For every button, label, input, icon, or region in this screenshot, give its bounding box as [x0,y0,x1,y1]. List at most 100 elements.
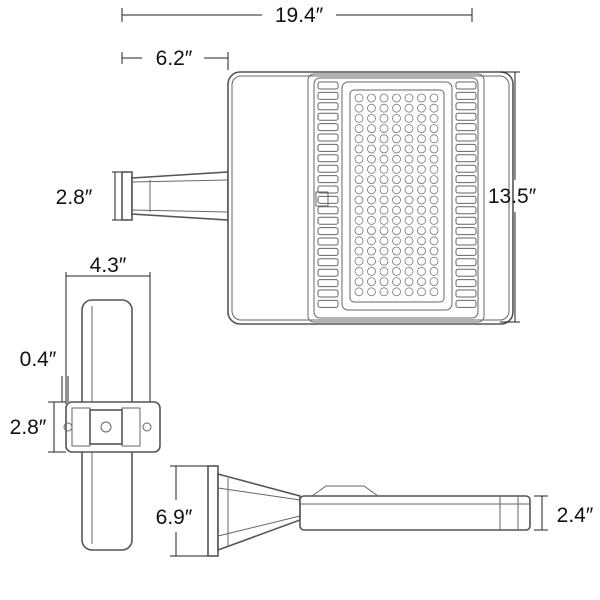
led-emitter [354,134,364,144]
profile-view: 6.9″ 2.4″ [156,465,594,557]
led-emitter [354,226,364,236]
heat-sink-fin [317,227,339,236]
led-emitter [354,144,364,154]
mount-height-side-dimension: 2.8″ [10,401,66,453]
led-emitter [429,226,439,236]
led-emitter [417,154,426,164]
gap-dimension: 0.4″ [20,348,69,402]
led-emitter [367,287,376,297]
led-emitter [404,124,414,134]
led-emitter [417,287,426,297]
led-emitter [429,134,439,144]
led-emitter [367,134,376,144]
heat-sink-fin [317,289,339,298]
led-emitter [379,236,389,246]
led-emitter [404,266,414,276]
led-emitter [367,175,376,185]
heat-sink-fin [455,206,477,215]
led-emitter [404,93,414,103]
side-view-bracket [63,401,161,453]
led-emitter [404,114,414,123]
led-emitter [404,134,414,144]
led-emitter [354,164,364,174]
heat-sink-fin [455,247,477,256]
led-emitter [354,124,364,134]
arm-length-label: 6.2″ [156,47,193,70]
led-emitter [392,266,401,276]
profile-height-label: 6.9″ [156,506,193,529]
led-emitter [367,195,376,205]
led-emitter [429,236,439,246]
led-emitter [417,205,426,215]
led-emitter [354,185,364,195]
led-emitter [379,154,389,164]
led-emitter [404,215,414,225]
led-emitter [404,103,414,113]
led-array [354,93,439,297]
heat-sink-fin [455,91,477,100]
led-emitter [404,144,414,154]
led-emitter [429,287,439,297]
led-emitter [379,205,389,215]
led-emitter [367,266,376,276]
led-emitter [429,205,439,215]
heat-sink-fin [317,91,339,100]
led-emitter [417,236,426,246]
led-emitter [392,185,401,195]
profile-height-dimension: 6.9″ [156,465,208,557]
heat-sink-fin [455,175,477,184]
led-emitter [417,226,426,236]
led-emitter [417,164,426,174]
led-emitter [379,246,389,256]
top-view-housing [227,71,514,325]
led-emitter [404,185,414,195]
led-emitter [404,226,414,236]
heat-sink-fin [455,185,477,194]
led-emitter [404,256,414,266]
led-emitter [367,124,376,134]
led-emitter [392,164,401,174]
heat-sink-fin [455,227,477,236]
heat-sink-fin [455,237,477,246]
led-emitter [354,266,364,276]
led-emitter [392,103,401,113]
led-emitter [392,256,401,266]
top-view-arm [121,171,229,221]
led-emitter [417,266,426,276]
led-emitter [429,124,439,134]
led-emitter [354,205,364,215]
led-emitter [379,287,389,297]
led-emitter [392,205,401,215]
heat-sink-fin [317,247,339,256]
led-emitter [404,175,414,185]
led-emitter [354,246,364,256]
led-emitter [417,114,426,123]
led-emitter [354,93,364,103]
led-emitter [379,195,389,205]
heat-sink-fin [317,133,339,142]
profile-arm [207,465,301,557]
led-emitter [354,154,364,164]
heat-sink-fins-right [455,81,477,308]
led-emitter [379,226,389,236]
profile-thickness-dimension: 2.4″ [534,495,594,531]
heat-sink-fin [455,102,477,111]
overall-width-dimension: 19.4″ [121,4,473,27]
led-emitter [379,124,389,134]
led-emitter [417,175,426,185]
led-emitter [379,175,389,185]
led-emitter [429,246,439,256]
led-emitter [354,114,364,123]
led-emitter [367,256,376,266]
heat-sink-fin [317,268,339,277]
heat-sink-fin [455,112,477,121]
led-emitter [379,185,389,195]
led-emitter [392,277,401,287]
led-emitter [379,277,389,287]
heat-sink-fin [455,258,477,267]
led-emitter [429,266,439,276]
mount-height-side-label: 2.8″ [10,416,47,439]
led-emitter [417,256,426,266]
heat-sink-fin [455,268,477,277]
